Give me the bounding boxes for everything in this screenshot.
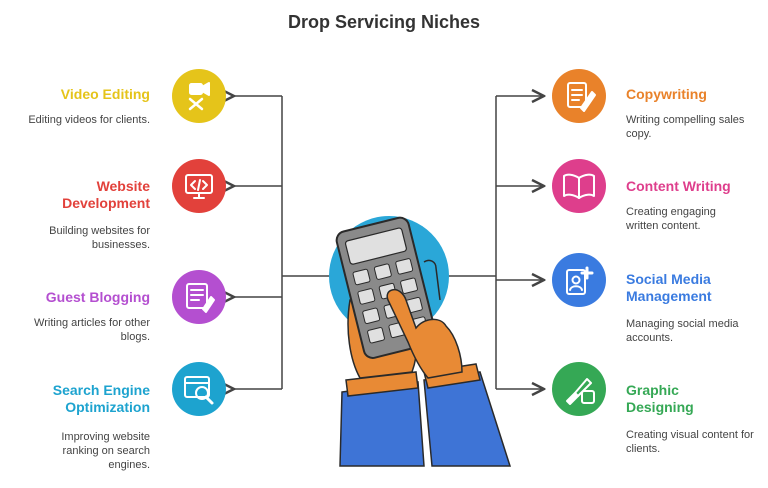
right-item-title: Content Writing xyxy=(626,178,731,194)
right-item-title: Graphic Designing xyxy=(626,382,694,415)
right-item-title: Copywriting xyxy=(626,86,707,102)
left-item-title: Video Editing xyxy=(60,86,150,102)
left-item-title: Website Development xyxy=(62,178,150,211)
copywriting-icon xyxy=(552,69,606,123)
paint-brush-icon xyxy=(552,362,606,416)
page-title: Drop Servicing Niches xyxy=(287,12,481,32)
right-item-title: Social Media Management xyxy=(626,271,712,304)
left-item-desc: Building websites for businesses. xyxy=(49,225,150,251)
video-edit-icon xyxy=(172,69,226,123)
right-item-desc: Managing social media accounts. xyxy=(626,318,739,344)
left-item-title: Search Engine Optimization xyxy=(52,382,150,415)
social-profile-icon xyxy=(552,253,606,307)
tapping-hand xyxy=(386,288,463,379)
left-item-desc: Editing videos for clients. xyxy=(28,114,150,126)
left-item-desc: Writing articles for other blogs. xyxy=(34,317,150,343)
right-item-desc: Creating engaging written content. xyxy=(626,206,716,232)
blog-writing-icon xyxy=(172,270,226,324)
web-dev-icon xyxy=(172,159,226,213)
hand-tapping-calculator-icon xyxy=(329,216,512,467)
open-book-icon xyxy=(552,159,606,213)
connectors xyxy=(234,96,544,389)
left-item-title: Guest Blogging xyxy=(45,289,150,305)
right-item-desc: Creating visual content for clients. xyxy=(626,429,754,455)
right-item-desc: Writing compelling sales copy. xyxy=(626,114,745,140)
seo-search-icon xyxy=(172,362,226,416)
left-item-desc: Improving website ranking on search engi… xyxy=(61,431,150,471)
